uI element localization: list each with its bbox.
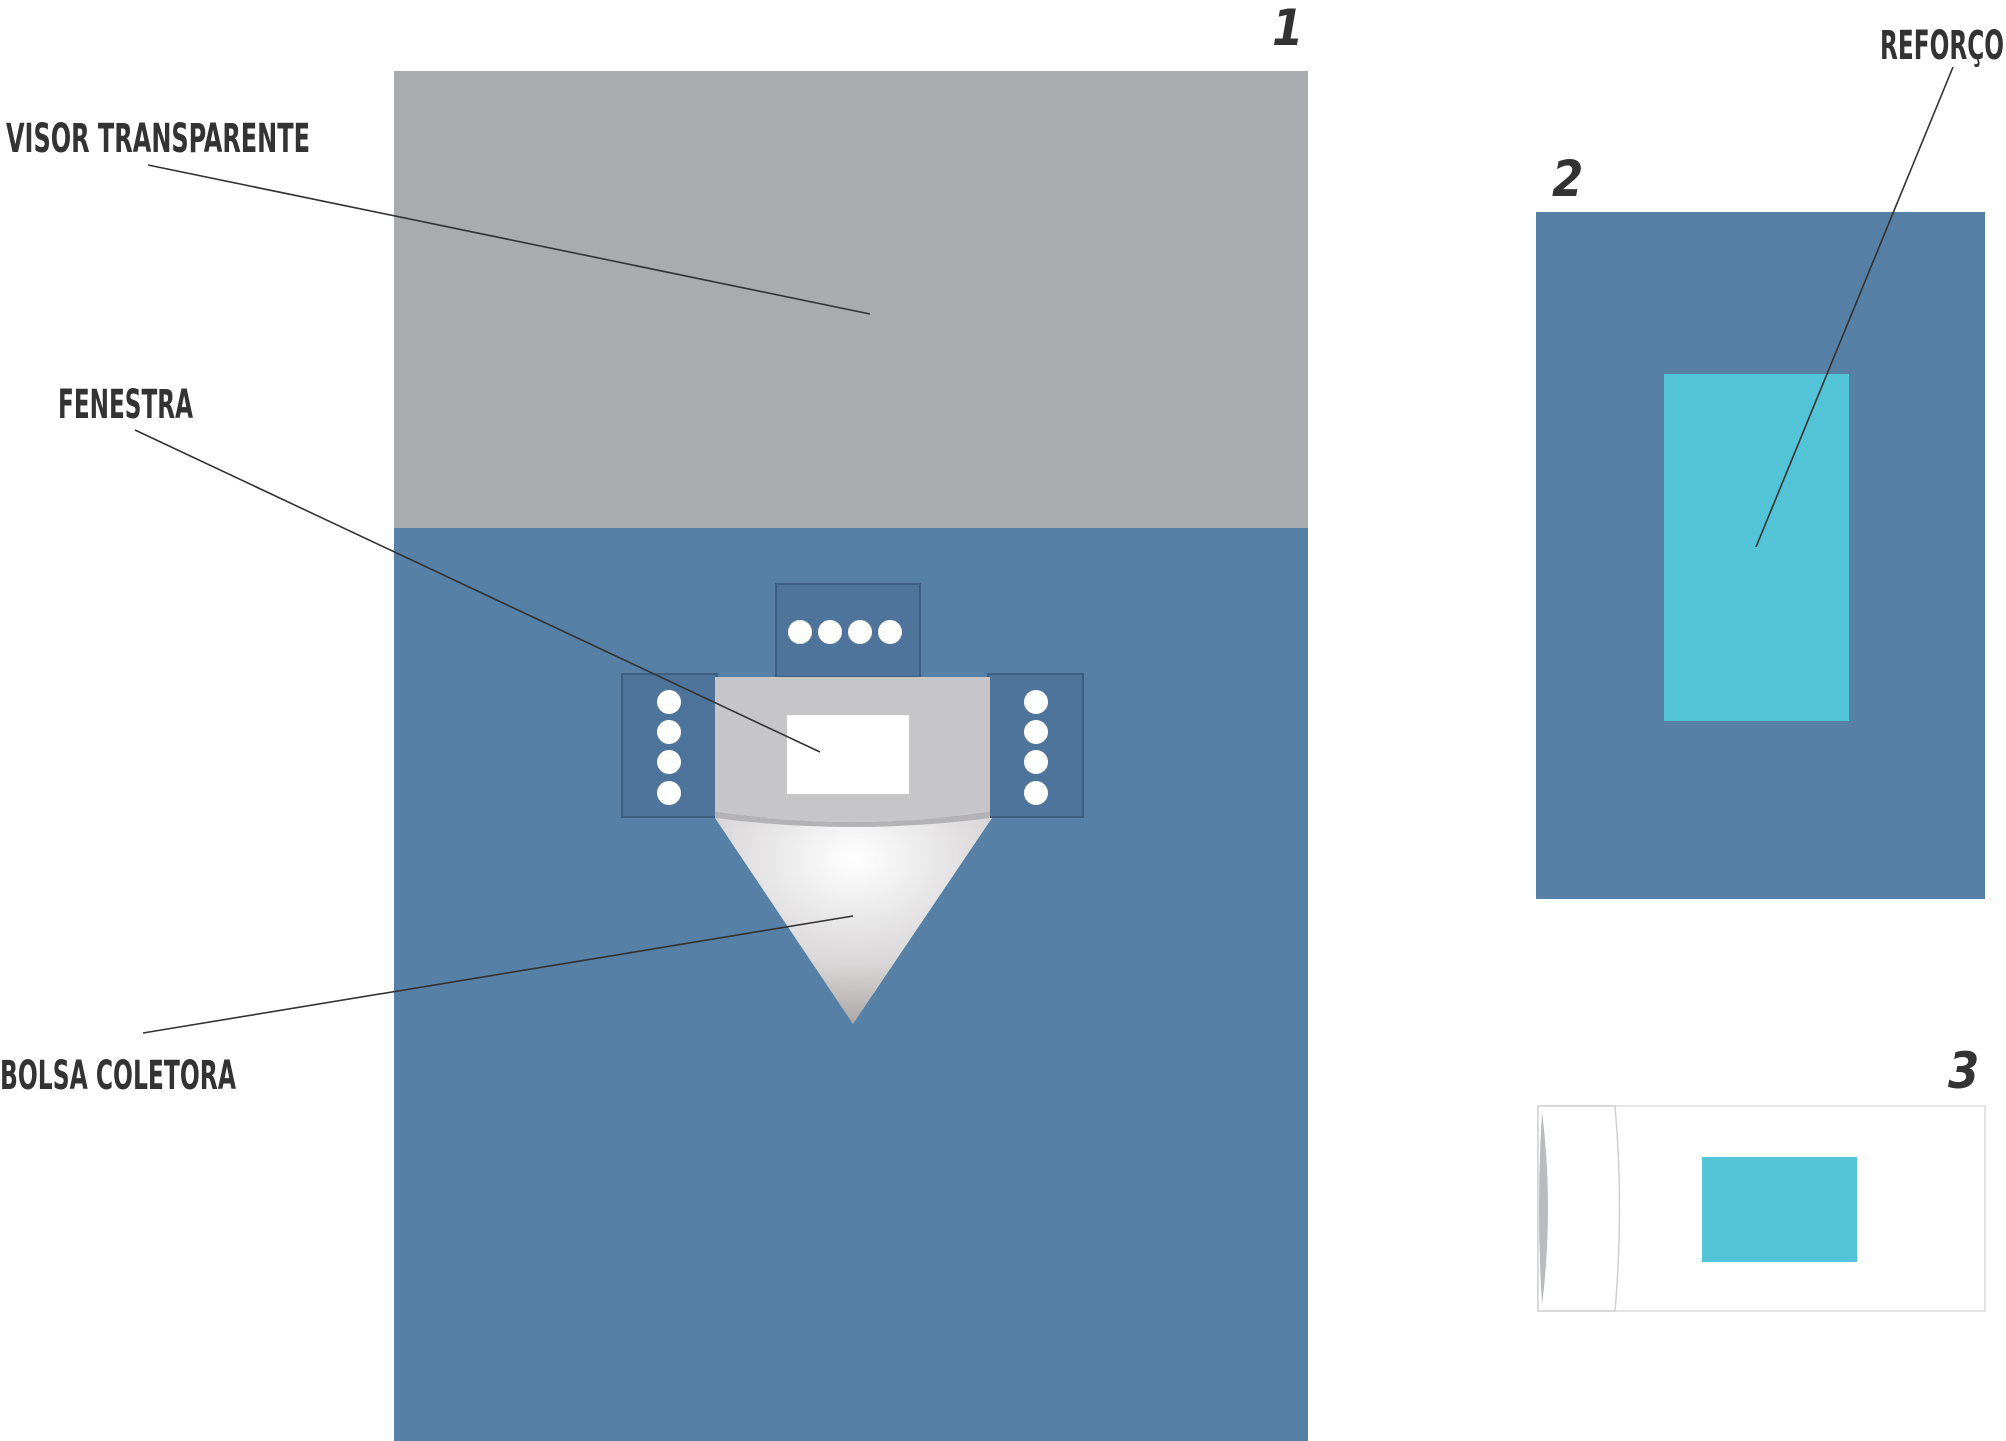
right-tab (987, 673, 1084, 818)
frame-shadow (715, 812, 990, 827)
tab-hole-icon (657, 720, 681, 744)
leader-lines (134, 66, 1954, 1034)
tab-hole-icon (1024, 690, 1048, 714)
tab-hole-icon (788, 620, 812, 644)
left-tab (621, 673, 718, 818)
fenestra-opening (787, 715, 909, 794)
drape-1 (394, 71, 1308, 1441)
figure-number-3: 3 (1948, 1042, 1979, 1100)
leader-reforco (1755, 66, 1954, 548)
folded-drape-roll (1537, 1105, 1621, 1312)
drape-2 (1536, 212, 1985, 899)
leader-fenestra (134, 429, 821, 753)
tab-hole-icon (878, 620, 902, 644)
tab-hole-icon (818, 620, 842, 644)
tab-hole-icon (657, 690, 681, 714)
tab-hole-icon (657, 750, 681, 774)
label-bolsa: BOLSA COLETORA (0, 1053, 236, 1099)
drape-3 (1537, 1105, 1986, 1312)
tab-hole-icon (1024, 781, 1048, 805)
label-reforco: REFORÇO (1880, 23, 2004, 69)
reinforcement-patch (1664, 374, 1849, 721)
label-fenestra: FENESTRA (58, 382, 193, 428)
label-visor: VISOR TRANSPARENTE (6, 116, 310, 162)
tab-hole-icon (848, 620, 872, 644)
roll-edge (1539, 1112, 1548, 1305)
tab-hole-icon (1024, 720, 1048, 744)
folded-reinforcement (1702, 1157, 1857, 1262)
collection-bag (715, 818, 992, 1024)
tab-hole-icon (657, 781, 681, 805)
top-tab (775, 583, 921, 678)
figure-number-2: 2 (1552, 150, 1583, 208)
figure-number-1: 1 (1272, 0, 1303, 57)
leader-visor (147, 164, 871, 315)
leader-bolsa (142, 915, 854, 1034)
transparent-visor (394, 71, 1308, 528)
tab-hole-icon (1024, 750, 1048, 774)
